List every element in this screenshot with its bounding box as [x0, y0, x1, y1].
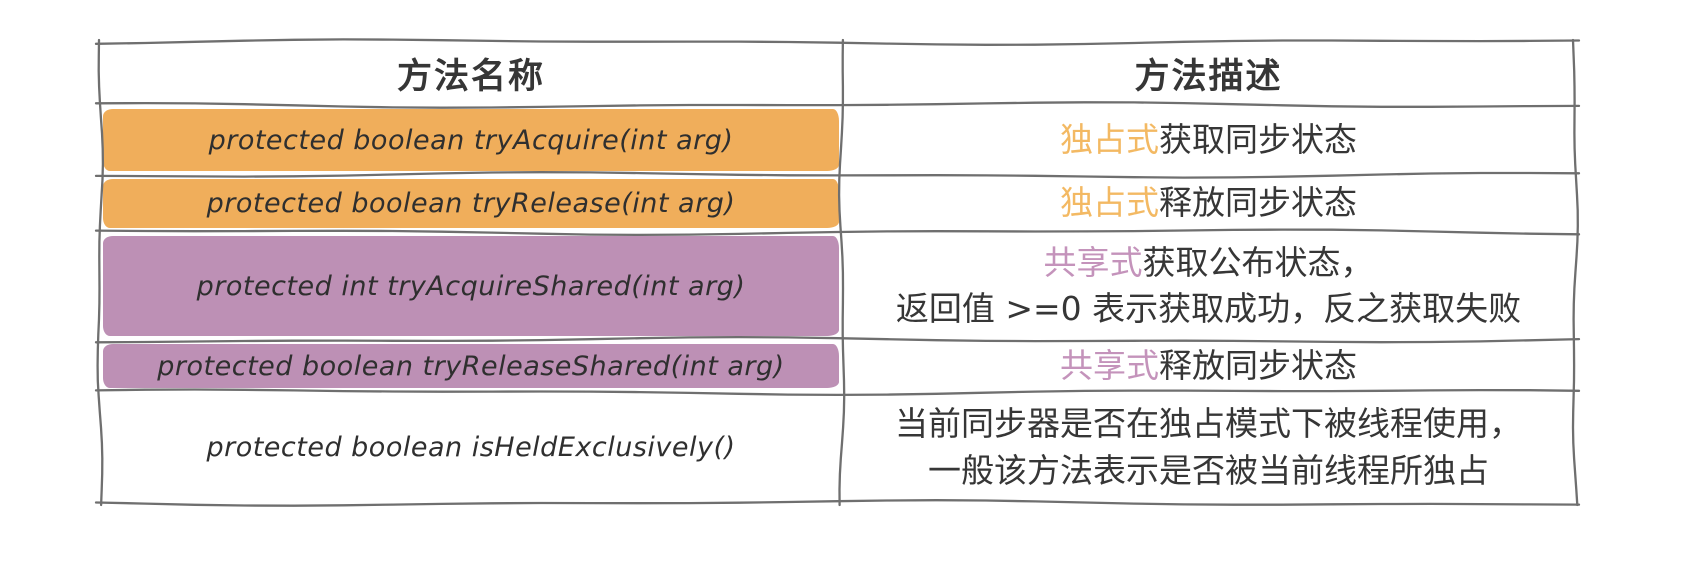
method-description-cell: 当前同步器是否在独占模式下被线程使用， 一般该方法表示是否被当前线程所独占: [842, 392, 1575, 503]
description-segment: 共享式: [1043, 242, 1143, 282]
description-segment: 独占式: [1060, 183, 1159, 223]
description-segment: 独占式: [1060, 119, 1159, 159]
method-name: protected boolean isHeldExclusively(): [206, 432, 736, 463]
methods-table: 方法名称 方法描述 protected boolean tryAcquire(i…: [100, 42, 1575, 503]
cell-highlight: [103, 179, 839, 228]
method-name-cell: protected int tryAcquireShared(int arg): [100, 232, 842, 340]
method-description-cell: 独占式获取同步状态: [842, 105, 1575, 175]
column-header-label: 方法描述: [1134, 57, 1283, 97]
description-segment: 当前同步器是否在独占模式下被线程使用，: [895, 404, 1522, 444]
description-segment: 释放同步状态: [1159, 183, 1357, 223]
method-name: protected boolean tryRelease(int arg): [206, 188, 736, 219]
method-name-cell: protected boolean tryRelease(int arg): [100, 175, 842, 232]
cell-highlight: [103, 236, 839, 336]
description-segment: 获取公布状态，: [1142, 242, 1374, 282]
description-segment: 共享式: [1060, 345, 1159, 385]
method-description-cell: 共享式释放同步状态: [842, 340, 1575, 392]
description-segment: 返回值 >=0 表示获取成功，反之获取失败: [895, 289, 1522, 328]
method-description: 独占式获取同步状态: [1060, 117, 1357, 163]
method-description: 共享式释放同步状态: [1060, 343, 1357, 389]
cell-highlight: [103, 109, 839, 171]
description-segment: 释放同步状态: [1159, 345, 1357, 385]
method-description-cell: 独占式释放同步状态: [842, 175, 1575, 232]
method-name-cell: protected boolean isHeldExclusively(): [100, 392, 842, 503]
method-description-cell: 共享式获取公布状态， 返回值 >=0 表示获取成功，反之获取失败: [842, 232, 1575, 340]
method-name-cell: protected boolean tryAcquire(int arg): [100, 105, 842, 175]
column-header-method-name: 方法名称: [100, 42, 842, 105]
method-description: 独占式释放同步状态: [1060, 180, 1357, 226]
method-description: 共享式获取公布状态， 返回值 >=0 表示获取成功，反之获取失败: [896, 240, 1521, 332]
method-name: protected boolean tryReleaseShared(int a…: [157, 350, 785, 382]
column-header-label: 方法名称: [396, 57, 545, 97]
description-segment: 获取同步状态: [1159, 119, 1357, 159]
description-segment: 一般该方法表示是否被当前线程所独占: [928, 450, 1489, 490]
column-header-method-description: 方法描述: [842, 42, 1575, 105]
method-name-cell: protected boolean tryReleaseShared(int a…: [100, 340, 842, 392]
method-description: 当前同步器是否在独占模式下被线程使用， 一般该方法表示是否被当前线程所独占: [895, 401, 1522, 493]
cell-highlight: [103, 344, 839, 388]
method-name: protected boolean tryAcquire(int arg): [208, 124, 734, 156]
method-name: protected int tryAcquireShared(int arg): [196, 270, 746, 302]
